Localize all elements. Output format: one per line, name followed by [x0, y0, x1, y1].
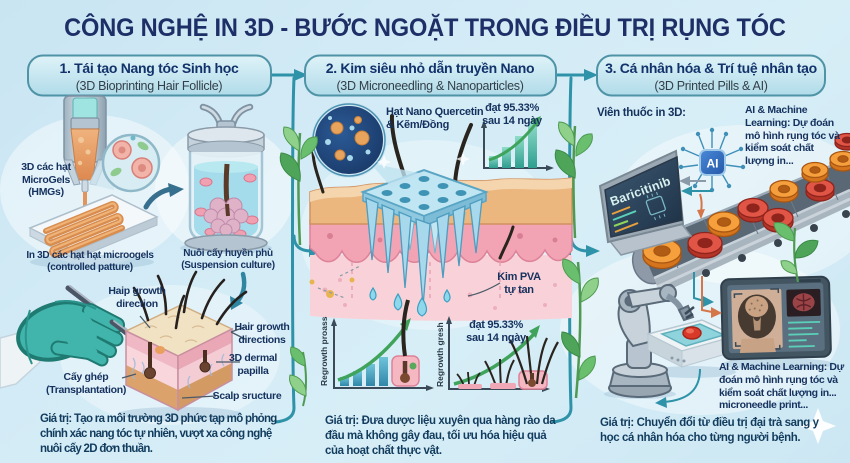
svg-text:AI: AI [707, 157, 719, 171]
svg-text:Regrowth proass: Regrowth proass [319, 316, 329, 386]
svg-text:Regrowth gresh: Regrowth gresh [435, 322, 445, 387]
